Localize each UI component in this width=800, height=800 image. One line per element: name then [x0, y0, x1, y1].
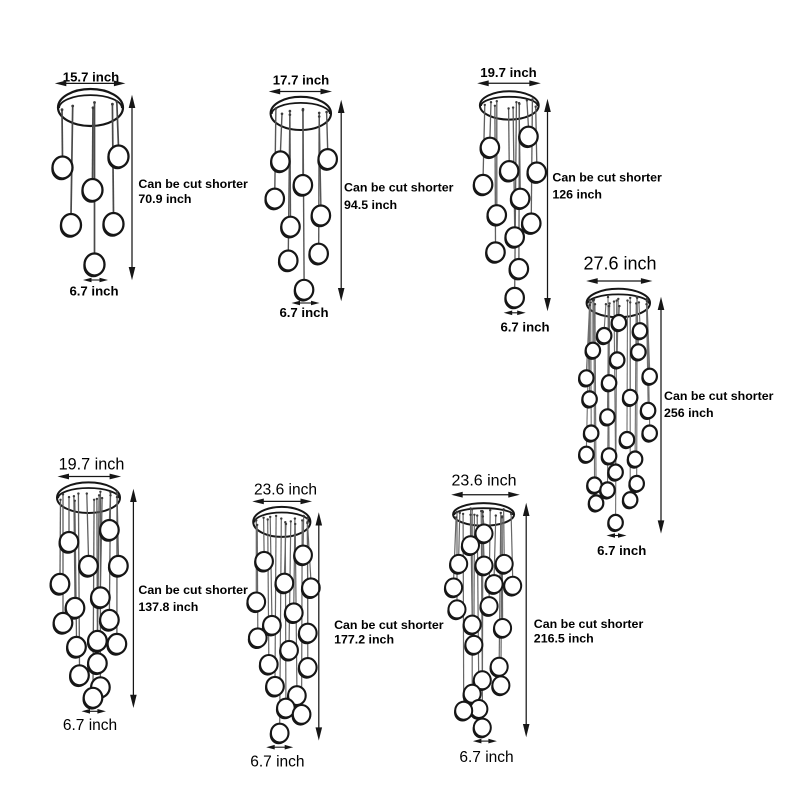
svg-text:27.6 inch: 27.6 inch	[583, 253, 656, 273]
svg-text:6.7 inch: 6.7 inch	[500, 320, 549, 335]
svg-text:23.6 inch: 23.6 inch	[254, 481, 317, 498]
svg-text:6.7 inch: 6.7 inch	[597, 543, 646, 558]
svg-text:19.7 inch: 19.7 inch	[59, 456, 125, 474]
svg-text:177.2 inch: 177.2 inch	[334, 633, 394, 647]
svg-text:19.7 inch: 19.7 inch	[480, 65, 536, 80]
svg-text:Can be cut shorter: Can be cut shorter	[534, 617, 644, 631]
svg-text:6.7 inch: 6.7 inch	[69, 284, 118, 299]
svg-text:256 inch: 256 inch	[664, 406, 714, 420]
svg-text:6.7 inch: 6.7 inch	[250, 754, 304, 771]
svg-text:Can be cut shorter: Can be cut shorter	[664, 389, 774, 403]
svg-text:Can be cut shorter: Can be cut shorter	[138, 583, 248, 597]
svg-text:Can be cut shorter: Can be cut shorter	[138, 177, 248, 191]
svg-text:Can be cut shorter: Can be cut shorter	[344, 180, 454, 194]
svg-text:Can be cut shorter: Can be cut shorter	[552, 170, 662, 184]
svg-text:6.7 inch: 6.7 inch	[279, 305, 328, 320]
svg-text:6.7 inch: 6.7 inch	[63, 717, 117, 734]
svg-text:137.8 inch: 137.8 inch	[138, 600, 198, 614]
svg-text:70.9 inch: 70.9 inch	[138, 192, 191, 206]
svg-text:23.6 inch: 23.6 inch	[452, 472, 517, 489]
svg-text:216.5 inch: 216.5 inch	[534, 632, 594, 646]
svg-text:6.7 inch: 6.7 inch	[459, 749, 513, 766]
svg-text:94.5 inch: 94.5 inch	[344, 198, 397, 212]
svg-text:17.7 inch: 17.7 inch	[273, 73, 329, 88]
svg-text:126 inch: 126 inch	[552, 188, 602, 202]
svg-text:15.7 inch: 15.7 inch	[63, 70, 119, 85]
svg-text:Can be cut shorter: Can be cut shorter	[334, 618, 444, 632]
